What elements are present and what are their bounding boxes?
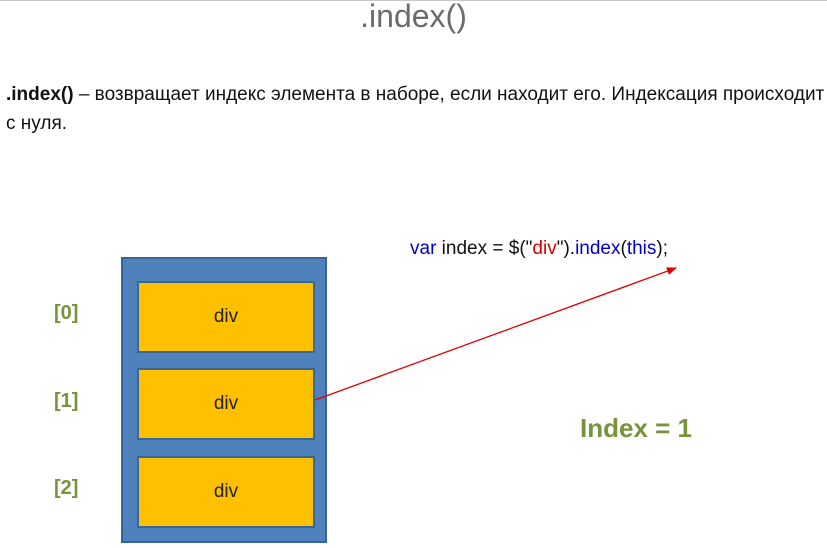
index-label-1: [1] <box>54 390 79 412</box>
code-selector: div <box>532 238 557 259</box>
code-var-keyword: var <box>410 238 437 259</box>
div-element-1-label: div <box>213 393 239 414</box>
top-divider <box>0 0 827 1</box>
div-element-1: div <box>137 368 315 440</box>
code-snippet: var index = $("div").index(this); <box>410 238 668 260</box>
code-method: index <box>575 238 621 259</box>
index-label-0: [0] <box>54 302 79 324</box>
code-arg: this <box>626 238 657 259</box>
code-paren-close: ); <box>656 238 668 259</box>
code-part2: "). <box>556 238 576 259</box>
arrow-line <box>314 267 677 401</box>
description-text: – возвращает индекс элемента в наборе, е… <box>6 84 825 134</box>
description: .index() – возвращает индекс элемента в … <box>6 80 826 138</box>
code-paren-open: ( <box>620 238 627 259</box>
div-element-0-label: div <box>213 306 239 327</box>
div-element-2: div <box>137 456 315 528</box>
div-element-2-label: div <box>213 481 239 502</box>
result-label: Index = 1 <box>580 413 692 443</box>
slide-title: .index() <box>360 0 467 34</box>
code-part1: index = $(" <box>436 238 533 259</box>
description-method: .index() <box>6 84 74 105</box>
index-label-2: [2] <box>54 477 79 499</box>
div-element-0: div <box>137 281 315 353</box>
